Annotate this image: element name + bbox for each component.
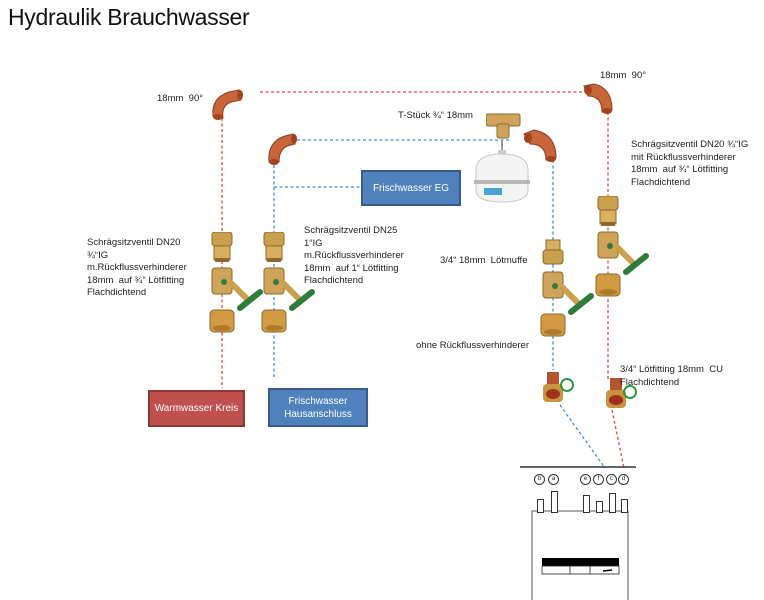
label-loetfitting-cu: 3/4“ Lötfitting 18mm CU Flachdichtend bbox=[620, 364, 723, 388]
label-ohne-rv: ohne Rückflussverhinderer bbox=[416, 340, 530, 351]
port-label: e bbox=[580, 474, 591, 485]
device-unit bbox=[520, 466, 636, 600]
diagram-title: Hydraulik Brauchwasser bbox=[8, 4, 250, 30]
device-port-a: a bbox=[548, 474, 559, 514]
device-port-f: f bbox=[593, 474, 604, 514]
elbow-tee-icon bbox=[523, 129, 557, 162]
box-warmwasser-kreis: Warmwasser Kreis bbox=[148, 390, 245, 427]
expansion-vessel-icon bbox=[474, 140, 530, 203]
device-port-c: c bbox=[606, 474, 617, 514]
tee-fitting-icon bbox=[486, 113, 521, 139]
label-valve-dn20-right: Schrägsitzventil DN20 ¾“IG mit Rückfluss… bbox=[631, 139, 749, 188]
valve-ohne-rv-icon bbox=[540, 239, 594, 337]
box-frischwasser-eg: Frischwasser EG bbox=[361, 170, 461, 206]
label-elbow-left: 18mm 90° bbox=[157, 93, 204, 104]
label-valve-dn20-left: Schrägsitzventil DN20 ¾“IG m.Rückflussve… bbox=[87, 237, 187, 298]
port-label: a bbox=[548, 474, 559, 485]
port-label: d bbox=[618, 474, 629, 485]
label-tee: T-Stück ¾“ 18mm bbox=[398, 110, 473, 121]
port-label: f bbox=[593, 474, 604, 485]
device-port-e: e bbox=[580, 474, 591, 514]
cold-line-to-device bbox=[559, 404, 606, 469]
port-label: c bbox=[606, 474, 617, 485]
valve-dn20-right-icon bbox=[595, 196, 649, 297]
port-label: b bbox=[534, 474, 545, 485]
box-frischwasser-hausanschluss: Frischwasser Hausanschluss bbox=[268, 388, 368, 427]
loetfitting-right-icon bbox=[606, 378, 637, 408]
device-port-d: d bbox=[618, 474, 629, 514]
label-valve-dn25: Schrägsitzventil DN25 1“IG m.Rückflussve… bbox=[304, 225, 404, 286]
elbow-left-icon bbox=[212, 89, 243, 120]
elbow-right-icon bbox=[583, 83, 613, 114]
valve-dn20-left-icon bbox=[209, 232, 263, 333]
elbow-mid-icon bbox=[268, 133, 297, 165]
loetfitting-left-icon bbox=[543, 372, 574, 402]
device-port-b: b bbox=[534, 474, 545, 514]
label-loetmuffe: 3/4“ 18mm Lötmuffe bbox=[440, 255, 528, 266]
label-elbow-right: 18mm 90° bbox=[600, 70, 647, 81]
hot-line-to-device bbox=[611, 409, 625, 469]
valve-dn25-icon bbox=[261, 232, 315, 333]
